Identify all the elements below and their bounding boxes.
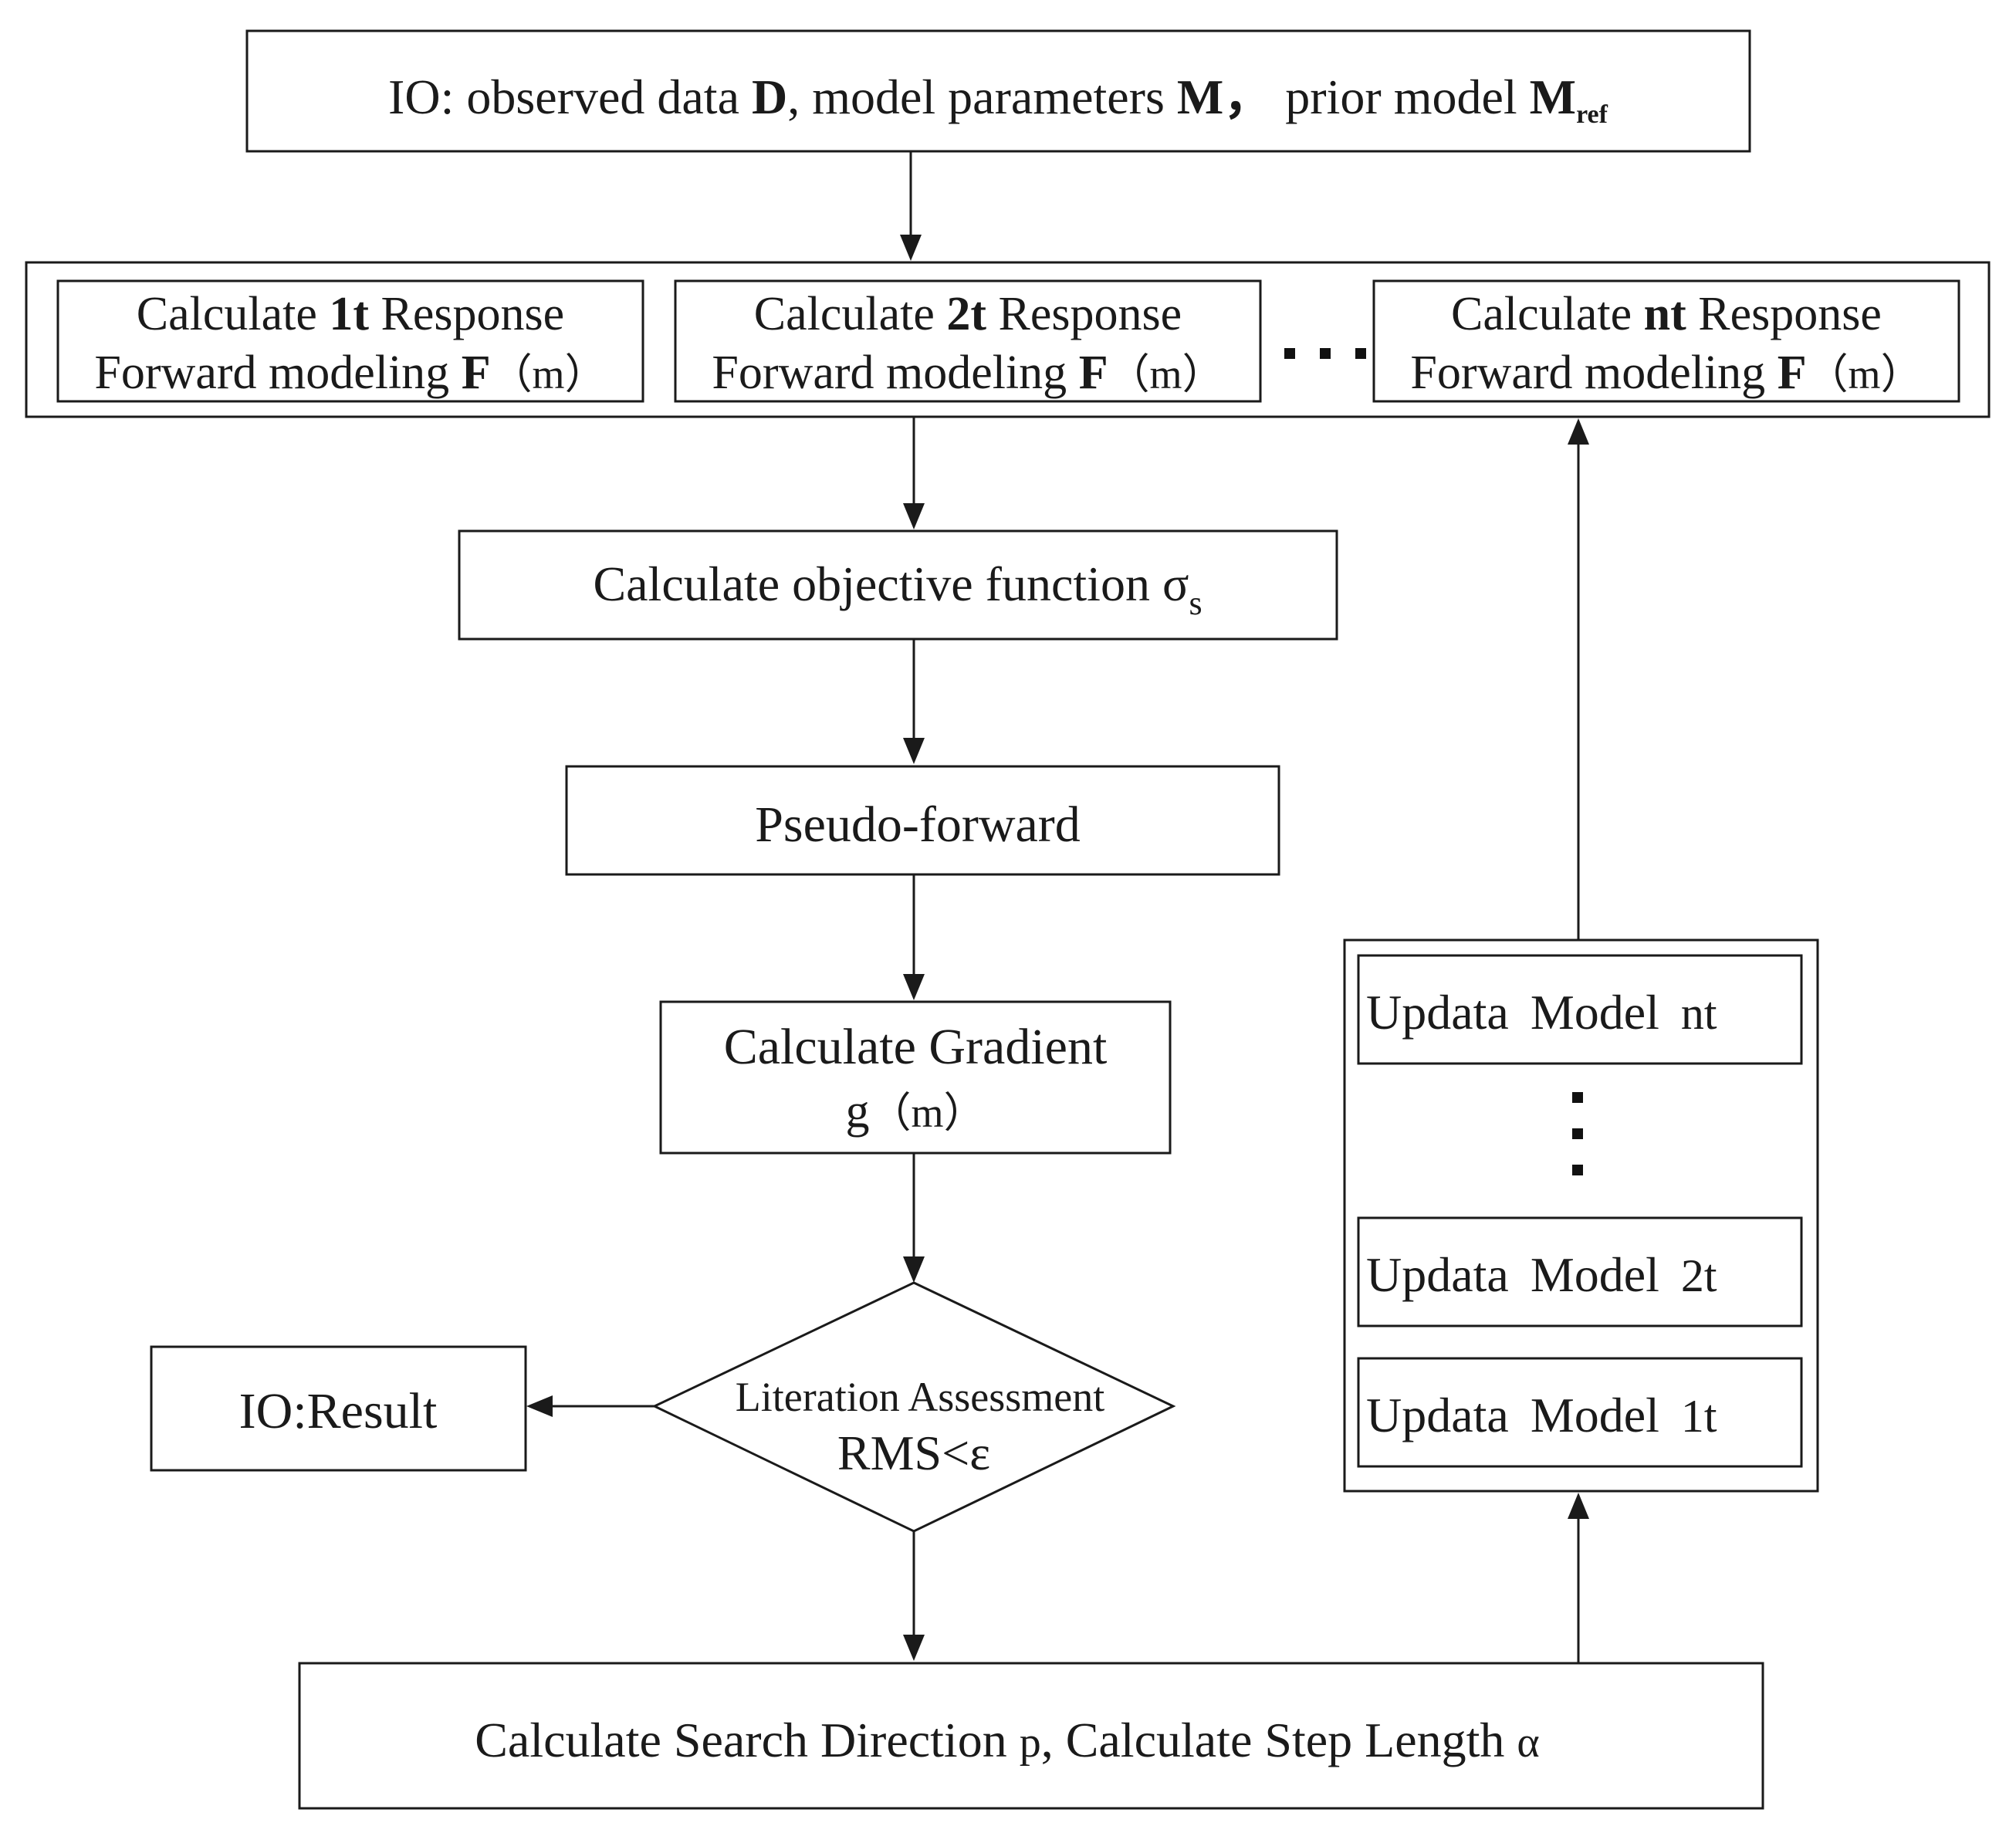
ellipsis-dots — [1284, 348, 1366, 359]
response-2t-line1: Calculate 2t Response — [754, 288, 1182, 340]
response-box-nt: Calculate nt Response Forward modeling F… — [1372, 279, 1960, 403]
response-nt-line2: Forward modeling F（m） — [1410, 347, 1922, 399]
arrow-search-to-updates — [1568, 1493, 1589, 1663]
decision-line1: Literation Assessment — [736, 1374, 1104, 1420]
objective-node: Calculate objective function σs — [458, 529, 1338, 641]
response-box-1t: Calculate 1t Response Forward modeling F… — [56, 279, 644, 403]
arrow-input-to-responses — [900, 151, 922, 261]
gradient-line1: Calculate Gradient — [724, 1019, 1108, 1075]
result-node: IO:Result — [150, 1345, 527, 1472]
response-1t-line1: Calculate 1t Response — [137, 288, 564, 340]
input-label: IO: observed data D, model parameters M，… — [388, 69, 1608, 129]
update-2t-frame — [1357, 1216, 1803, 1327]
response-box-2t: Calculate 2t Response Forward modeling F… — [674, 279, 1262, 403]
gradient-node: Calculate Gradient g（m） — [659, 1000, 1172, 1155]
response-group: Calculate 1t Response Forward modeling F… — [25, 261, 1991, 418]
search-direction-node: Calculate Search Direction p, Calculate … — [298, 1662, 1764, 1810]
arrow-responses-to-objective — [903, 417, 925, 529]
update-nt-frame — [1357, 954, 1803, 1065]
pseudo-forward-node: Pseudo-forward — [565, 765, 1280, 876]
pseudo-forward-label: Pseudo-forward — [755, 796, 1081, 853]
response-nt-frame — [1372, 279, 1960, 403]
arrow-updates-to-response-nt — [1568, 418, 1589, 940]
input-box — [245, 29, 1751, 153]
response-2t-frame — [674, 279, 1262, 403]
input-node: IO: observed data D, model parameters M，… — [245, 29, 1751, 153]
gradient-box — [659, 1000, 1172, 1155]
update-1t-frame — [1357, 1357, 1803, 1468]
response-2t-line2: Forward modeling F（m） — [712, 347, 1223, 399]
response-nt-line1: Calculate nt Response — [1451, 288, 1882, 340]
iteration-assessment-node: Literation Assessment RMS<ε — [651, 1281, 1176, 1533]
objective-box — [458, 529, 1338, 641]
objective-label: Calculate objective function σs — [593, 556, 1202, 622]
decision-line2: RMS<ε — [837, 1425, 990, 1480]
arrow-objective-to-pseudo — [903, 639, 925, 764]
search-direction-box — [298, 1662, 1764, 1810]
response-1t-frame — [56, 279, 644, 403]
result-box — [150, 1345, 527, 1472]
pseudo-forward-box — [565, 765, 1280, 876]
arrow-pseudo-to-gradient — [903, 874, 925, 1000]
arrow-decision-to-result — [526, 1395, 655, 1417]
arrow-decision-to-search — [903, 1531, 925, 1661]
gradient-line2: g（m） — [845, 1085, 985, 1138]
arrow-gradient-to-decision — [903, 1153, 925, 1283]
search-direction-label: Calculate Search Direction p, Calculate … — [475, 1713, 1540, 1767]
response-1t-line2: Forward modeling F（m） — [94, 347, 606, 399]
result-label: IO:Result — [239, 1383, 438, 1439]
vertical-ellipsis — [1572, 1092, 1583, 1175]
